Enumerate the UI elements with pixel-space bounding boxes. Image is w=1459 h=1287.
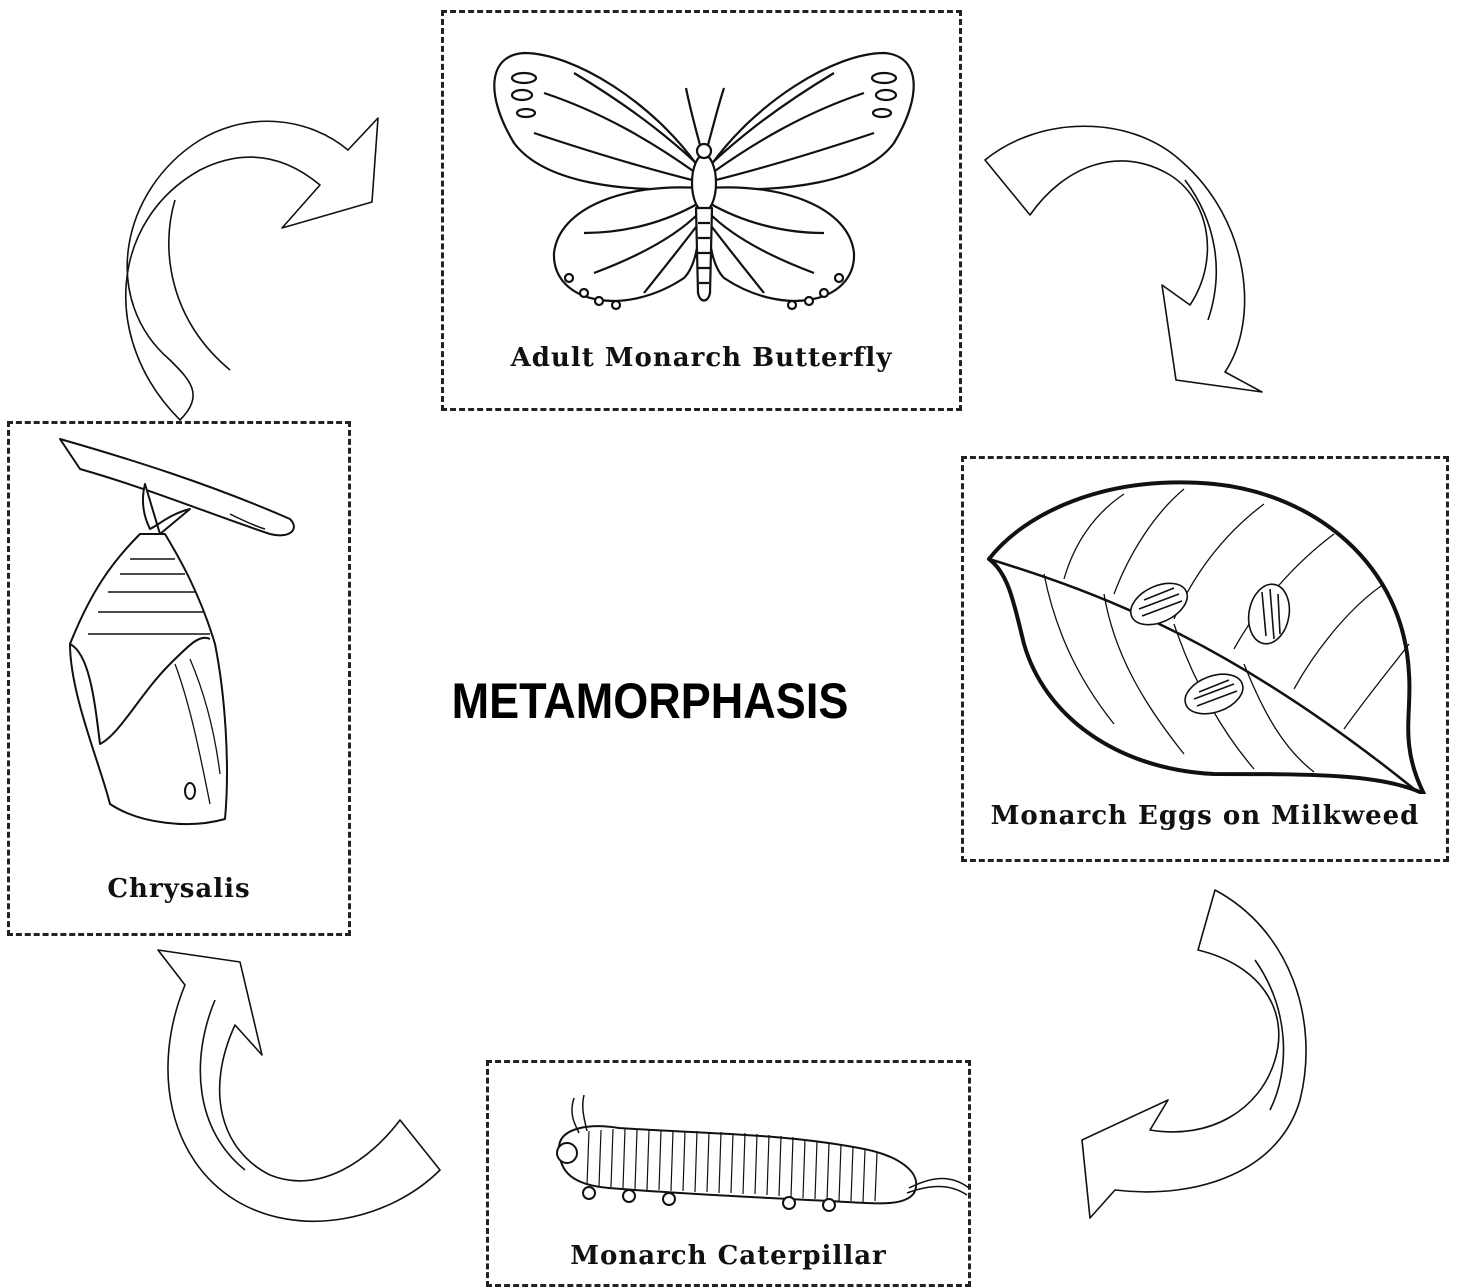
chrysalis-icon [50,434,310,854]
stage-label-eggs: Monarch Eggs on Milkweed [964,801,1446,831]
arrow-eggs-to-caterpillar [1082,890,1306,1218]
stage-label-chrysalis: Chrysalis [10,874,348,904]
butterfly-icon [474,33,934,323]
leaf-eggs-icon [984,474,1434,794]
diagram-title: METAMORPHASIS [439,672,862,730]
stage-label-butterfly: Adult Monarch Butterfly [444,343,959,373]
stage-eggs: Monarch Eggs on Milkweed [961,456,1449,862]
caterpillar-icon [529,1093,969,1223]
stage-caterpillar: Monarch Caterpillar [486,1060,971,1287]
stage-label-caterpillar: Monarch Caterpillar [489,1241,968,1271]
arrow-butterfly-to-eggs [985,126,1262,392]
stage-chrysalis: Chrysalis [7,421,351,936]
arrow-chrysalis-to-butterfly [126,118,378,420]
stage-butterfly: Adult Monarch Butterfly [441,10,962,411]
